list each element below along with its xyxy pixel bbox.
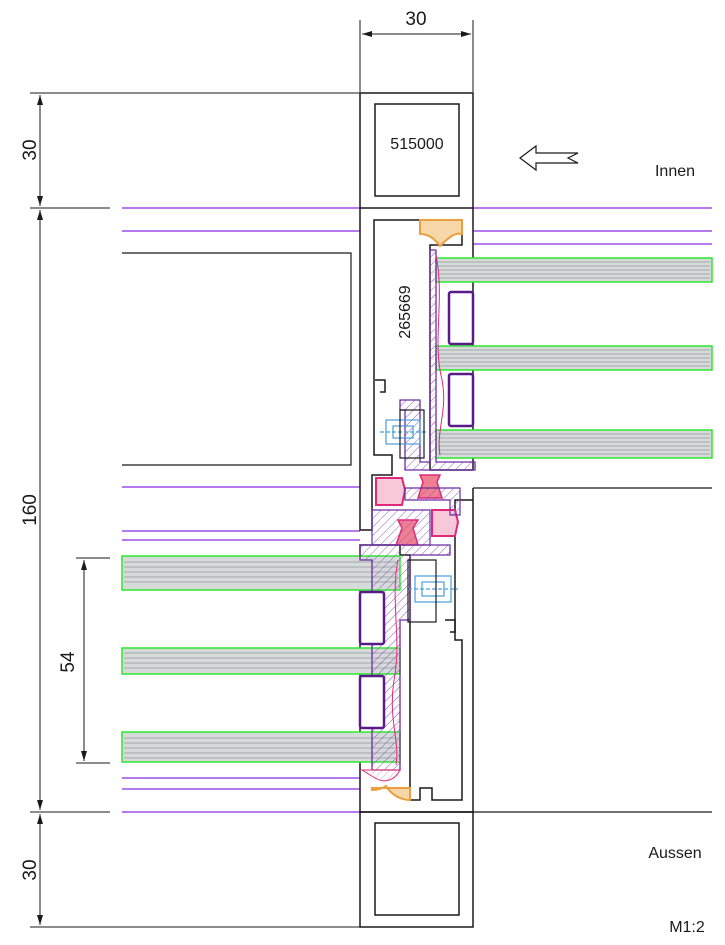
insulation-strips <box>396 250 436 765</box>
dim-top-width: 30 <box>405 9 426 30</box>
dimension-group <box>30 20 474 928</box>
arrow-left-icon <box>519 144 579 172</box>
sash-upper <box>399 249 476 471</box>
label-inside: Innen <box>655 163 695 180</box>
gaskets-center <box>371 474 461 546</box>
fittings <box>380 419 458 603</box>
dim-bottom-height: 30 <box>20 859 41 880</box>
context-lines <box>122 207 712 813</box>
dim-middle-height: 160 <box>20 494 41 526</box>
thermal-break <box>360 219 463 802</box>
fitting-housings <box>399 409 437 623</box>
label-scale: M1:2 <box>669 919 705 936</box>
label-outside: Aussen <box>648 845 701 862</box>
dim-top-height: 30 <box>20 139 41 160</box>
part-number-sash: 265669 <box>397 285 414 338</box>
glass-upper <box>435 257 713 459</box>
outline-lines <box>122 252 712 813</box>
part-number-top: 515000 <box>390 136 443 153</box>
dim-glass-thickness: 54 <box>58 651 79 673</box>
glass-lower <box>121 555 401 763</box>
